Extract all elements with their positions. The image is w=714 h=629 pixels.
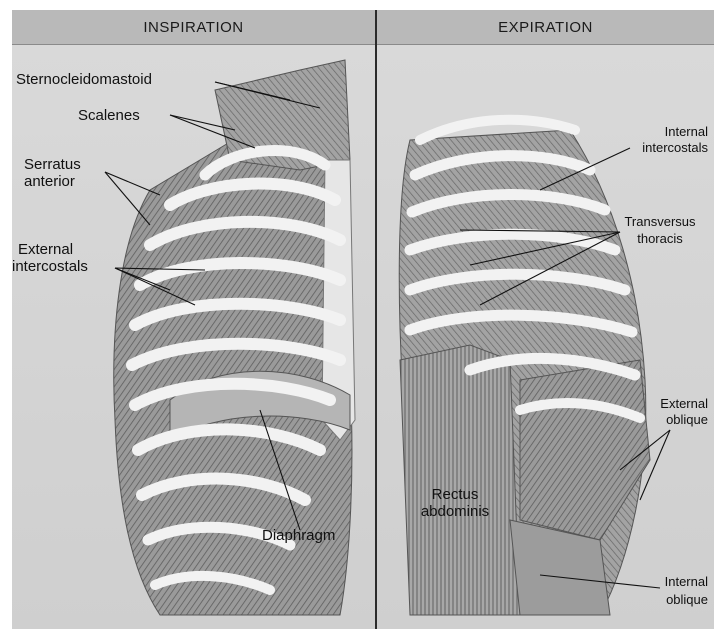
right-ribcage <box>399 120 650 615</box>
label-internal-oblique-line2: oblique <box>630 592 708 607</box>
label-serratus-line2: anterior <box>24 174 75 190</box>
label-external-oblique-line2: oblique <box>630 412 708 427</box>
label-rectus-line1: Rectus <box>410 487 500 503</box>
label-internal-intercostals-line1: Internal <box>630 124 708 139</box>
label-rectus-line2: abdominis <box>405 504 505 520</box>
label-diaphragm: Diaphragm <box>262 528 335 544</box>
label-internal-intercostals-line2: intercostals <box>620 140 708 155</box>
label-transversus-line1: Transversus <box>610 214 710 229</box>
label-transversus-line2: thoracis <box>610 231 710 246</box>
label-sternocleidomastoid: Sternocleidomastoid <box>16 72 152 88</box>
label-external-intercostals-line1: External <box>18 242 73 258</box>
label-external-intercostals-line2: intercostals <box>12 259 88 275</box>
label-scalenes: Scalenes <box>78 108 140 124</box>
label-serratus-line1: Serratus <box>24 157 81 173</box>
rectus-abdominis-shape <box>400 345 520 615</box>
label-internal-oblique-line1: Internal <box>630 574 708 589</box>
label-external-oblique-line1: External <box>630 396 708 411</box>
